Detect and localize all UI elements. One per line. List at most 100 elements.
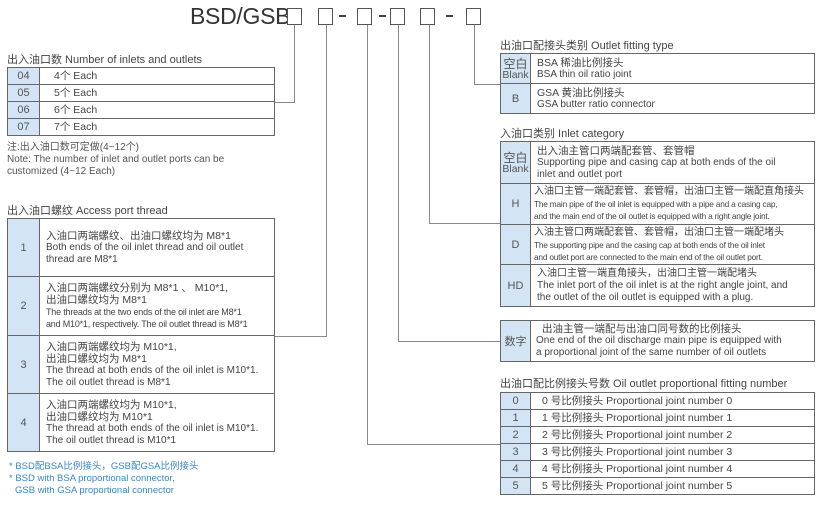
row-key: 1 xyxy=(500,409,531,427)
row-value: 0 号比例接头 Proportional joint number 0 xyxy=(530,392,815,410)
footnote-cn: * BSD配BSA比例接头，GSB配GSA比例接头 xyxy=(9,461,199,472)
desc-en: and outlet port are connected to the mai… xyxy=(534,251,763,262)
inlet-category-heading: 入油口类别 Inlet category xyxy=(500,128,625,140)
row-key: 07 xyxy=(7,118,40,136)
desc-en: The thread at both ends of the oil inlet… xyxy=(46,422,259,434)
connector-line xyxy=(474,25,475,85)
footnote-en: GSB with GSA proportional connector xyxy=(15,485,174,496)
desc-en: The main pipe of the oil inlet is equipp… xyxy=(534,199,778,209)
row-description: 入油主管口两端配套管、套管帽，出油口主管一端配堵头 The supporting… xyxy=(530,224,815,265)
desc-cn: 出油口螺纹均为 M10*1 xyxy=(46,410,153,423)
row-value: 2 号比例接头 Proportional joint number 2 xyxy=(530,426,815,444)
model-prefix: BSD/GSB xyxy=(190,3,291,29)
desc-cn: 出油主管一端配与出油口同号数的比例接头 xyxy=(542,323,742,335)
digit-spec-table: 数字 出油主管一端配与出油口同号数的比例接头 One end of the oi… xyxy=(500,320,815,362)
desc-cn: 入油口两端螺纹分别为 M8*1 、 M10*1, xyxy=(46,282,229,294)
separator-dash xyxy=(339,15,346,17)
proportional-number-heading: 出油口配比例接头号数 Oil outlet proportional fitti… xyxy=(500,378,788,390)
row-description: 入油口两端螺纹均为 M10*1, 出油口螺纹均为 M10*1 The threa… xyxy=(39,393,275,452)
row-key: 2 xyxy=(7,276,40,336)
desc-en: Supporting pipe and casing cap at both e… xyxy=(537,156,776,168)
row-value: 5 号比例接头 Proportional joint number 5 xyxy=(530,477,815,495)
slot-box-thread xyxy=(318,8,333,25)
table-row: 3 3 号比例接头 Proportional joint number 3 xyxy=(500,443,815,461)
note-en: customized (4~12 Each) xyxy=(7,166,116,177)
connector-line xyxy=(275,336,327,337)
desc-en: The thread at both ends of the oil inlet… xyxy=(46,364,259,376)
row-description: 出油主管一端配与出油口同号数的比例接头 One end of the oil d… xyxy=(530,320,815,362)
desc-cn: BSA 稀油比例接头 xyxy=(537,56,624,69)
note-en: Note: The number of inlet and outlet por… xyxy=(7,154,225,165)
table-row: 4 入油口两端螺纹均为 M10*1, 出油口螺纹均为 M10*1 The thr… xyxy=(7,393,275,452)
connector-line xyxy=(429,25,430,224)
table-row: 空白 Blank BSA 稀油比例接头 BSA thin oil ratio j… xyxy=(500,53,815,84)
desc-en: BSA thin oil ratio joint xyxy=(537,68,632,80)
table-row: 4 4 号比例接头 Proportional joint number 4 xyxy=(500,460,815,478)
table-row: D 入油主管口两端配套管、套管帽，出油口主管一端配堵头 The supporti… xyxy=(500,224,815,265)
connector-line xyxy=(326,25,327,337)
proportional-number-table: 0 0 号比例接头 Proportional joint number 0 1 … xyxy=(500,392,815,495)
row-description: 入油口两端螺纹均为 M10*1, 出油口螺纹均为 M8*1 The thread… xyxy=(39,335,275,394)
row-value: 6个 Each xyxy=(39,101,275,119)
row-key: D xyxy=(500,224,531,265)
desc-cn: 入油口两端螺纹均为 M10*1, xyxy=(46,340,177,353)
table-row: 06 6个 Each xyxy=(7,101,275,119)
inlet-category-table: 空白 Blank 出入油主管口两端配套管、套管帽 Supporting pipe… xyxy=(500,141,815,307)
inlets-outlets-table: 04 4个 Each 05 5个 Each 06 6个 Each 07 7个 E… xyxy=(7,67,275,136)
row-description: 入油口主管一端直角接头，出油口主管一端配堵头 The inlet port of… xyxy=(530,264,815,307)
desc-en: GSA butter ratio connector xyxy=(537,98,655,110)
desc-cn: 出油口螺纹均为 M8*1 xyxy=(46,294,147,306)
table-row: 5 5 号比例接头 Proportional joint number 5 xyxy=(500,477,815,495)
desc-cn: 出入油主管口两端配套管、套管帽 xyxy=(537,144,695,157)
row-key: 06 xyxy=(7,101,40,119)
desc-en: the outlet of the oil outlet is equipped… xyxy=(537,291,754,303)
connector-line xyxy=(429,223,500,224)
desc-en: and the main end of the oil outlet is eq… xyxy=(534,211,770,221)
inlets-note: 注:出入油口数可定做(4~12个) Note: The number of in… xyxy=(7,142,224,178)
outlet-fitting-heading: 出油口配接头类别 Outlet fitting type xyxy=(500,40,674,52)
table-row: 07 7个 Each xyxy=(7,118,275,136)
row-key: 2 xyxy=(500,426,531,444)
row-key: 05 xyxy=(7,84,40,102)
key-cn: 空白 xyxy=(503,150,528,165)
desc-en: thread are M8*1 xyxy=(46,253,118,265)
row-value: 4 号比例接头 Proportional joint number 4 xyxy=(530,460,815,478)
row-key: 空白 Blank xyxy=(500,141,531,184)
connector-line xyxy=(474,84,500,85)
table-row: 2 2 号比例接头 Proportional joint number 2 xyxy=(500,426,815,444)
connector-line xyxy=(398,341,500,342)
row-description: 入油口主管一端配套管、套管帽，出油口主管一端配直角接头 The main pip… xyxy=(530,183,815,225)
row-description: 入油口两端螺纹、出油口螺纹均为 M8*1 Both ends of the oi… xyxy=(39,218,275,277)
access-thread-heading: 出入油口螺纹 Access port thread xyxy=(7,205,168,217)
desc-cn: 入油主管口两端配套管、套管帽，出油口主管一端配堵头 xyxy=(534,226,784,238)
separator-dash xyxy=(379,15,386,17)
footnote-en: * BSD with BSA proportional connector, xyxy=(9,473,175,484)
key-en: Blank xyxy=(502,162,529,175)
access-thread-table: 1 入油口两端螺纹、出油口螺纹均为 M8*1 Both ends of the … xyxy=(7,218,275,452)
table-row: HD 入油口主管一端直角接头，出油口主管一端配堵头 The inlet port… xyxy=(500,264,815,307)
table-row: 05 5个 Each xyxy=(7,84,275,102)
table-row: 数字 出油主管一端配与出油口同号数的比例接头 One end of the oi… xyxy=(500,320,815,362)
inlets-outlets-heading: 出入油口数 Number of inlets and outlets xyxy=(7,54,203,66)
table-row: 2 入油口两端螺纹分别为 M8*1 、 M10*1, 出油口螺纹均为 M8*1 … xyxy=(7,276,275,336)
table-row: H 入油口主管一端配套管、套管帽，出油口主管一端配直角接头 The main p… xyxy=(500,183,815,225)
slot-box-inlet-category xyxy=(420,8,435,25)
connector-line xyxy=(398,25,399,342)
key-cn: 空白 xyxy=(503,56,528,71)
row-key: 数字 xyxy=(500,320,531,362)
desc-en: The inlet port of the oil inlet is at th… xyxy=(537,279,788,291)
row-key: B xyxy=(500,83,531,114)
row-key: 3 xyxy=(7,335,40,394)
desc-en: The oil outlet thread is M8*1 xyxy=(46,376,171,388)
desc-en: and M10*1, respectively. The oil outlet … xyxy=(46,319,248,329)
desc-en: The oil outlet thread is M10*1 xyxy=(46,434,177,446)
separator-dash xyxy=(446,15,453,17)
table-row: 1 入油口两端螺纹、出油口螺纹均为 M8*1 Both ends of the … xyxy=(7,218,275,277)
slot-box-digit xyxy=(357,8,372,25)
desc-en: a proportional joint of the same number … xyxy=(536,347,767,358)
row-description: 出入油主管口两端配套管、套管帽 Supporting pipe and casi… xyxy=(530,141,815,184)
row-value: 5个 Each xyxy=(39,84,275,102)
slot-box-proportional xyxy=(390,8,405,25)
outlet-fitting-table: 空白 Blank BSA 稀油比例接头 BSA thin oil ratio j… xyxy=(500,53,815,114)
row-key: HD xyxy=(500,264,531,307)
